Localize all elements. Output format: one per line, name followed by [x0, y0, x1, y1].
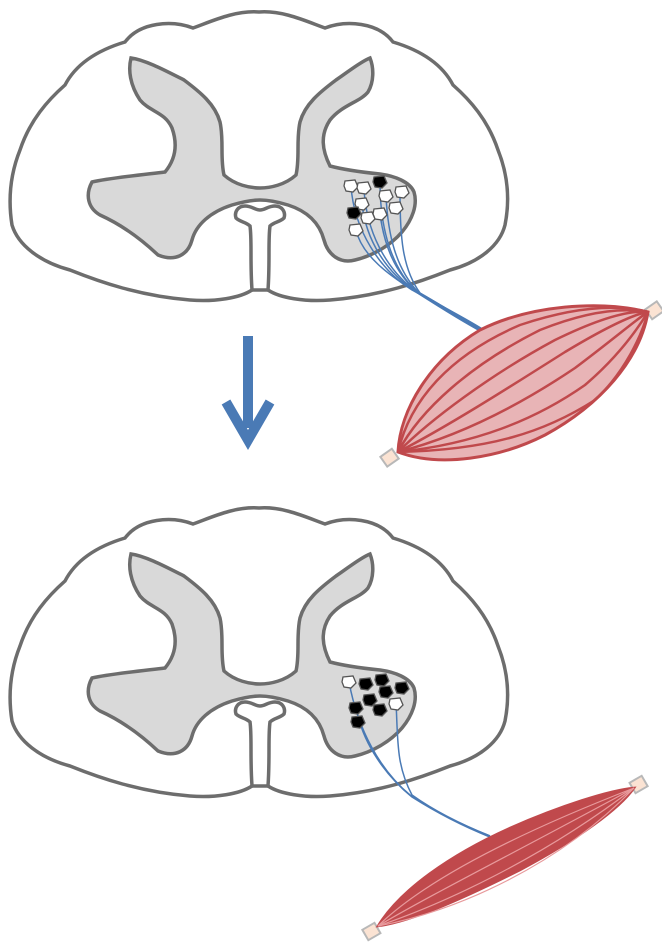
down-arrow-icon: [226, 336, 270, 440]
spinal-cord-top: [10, 12, 508, 301]
spinal-cord-bottom: [10, 508, 508, 797]
muscle-healthy: [380, 301, 662, 466]
tendon-left: [380, 449, 398, 467]
muscle-atrophied: [362, 776, 647, 940]
